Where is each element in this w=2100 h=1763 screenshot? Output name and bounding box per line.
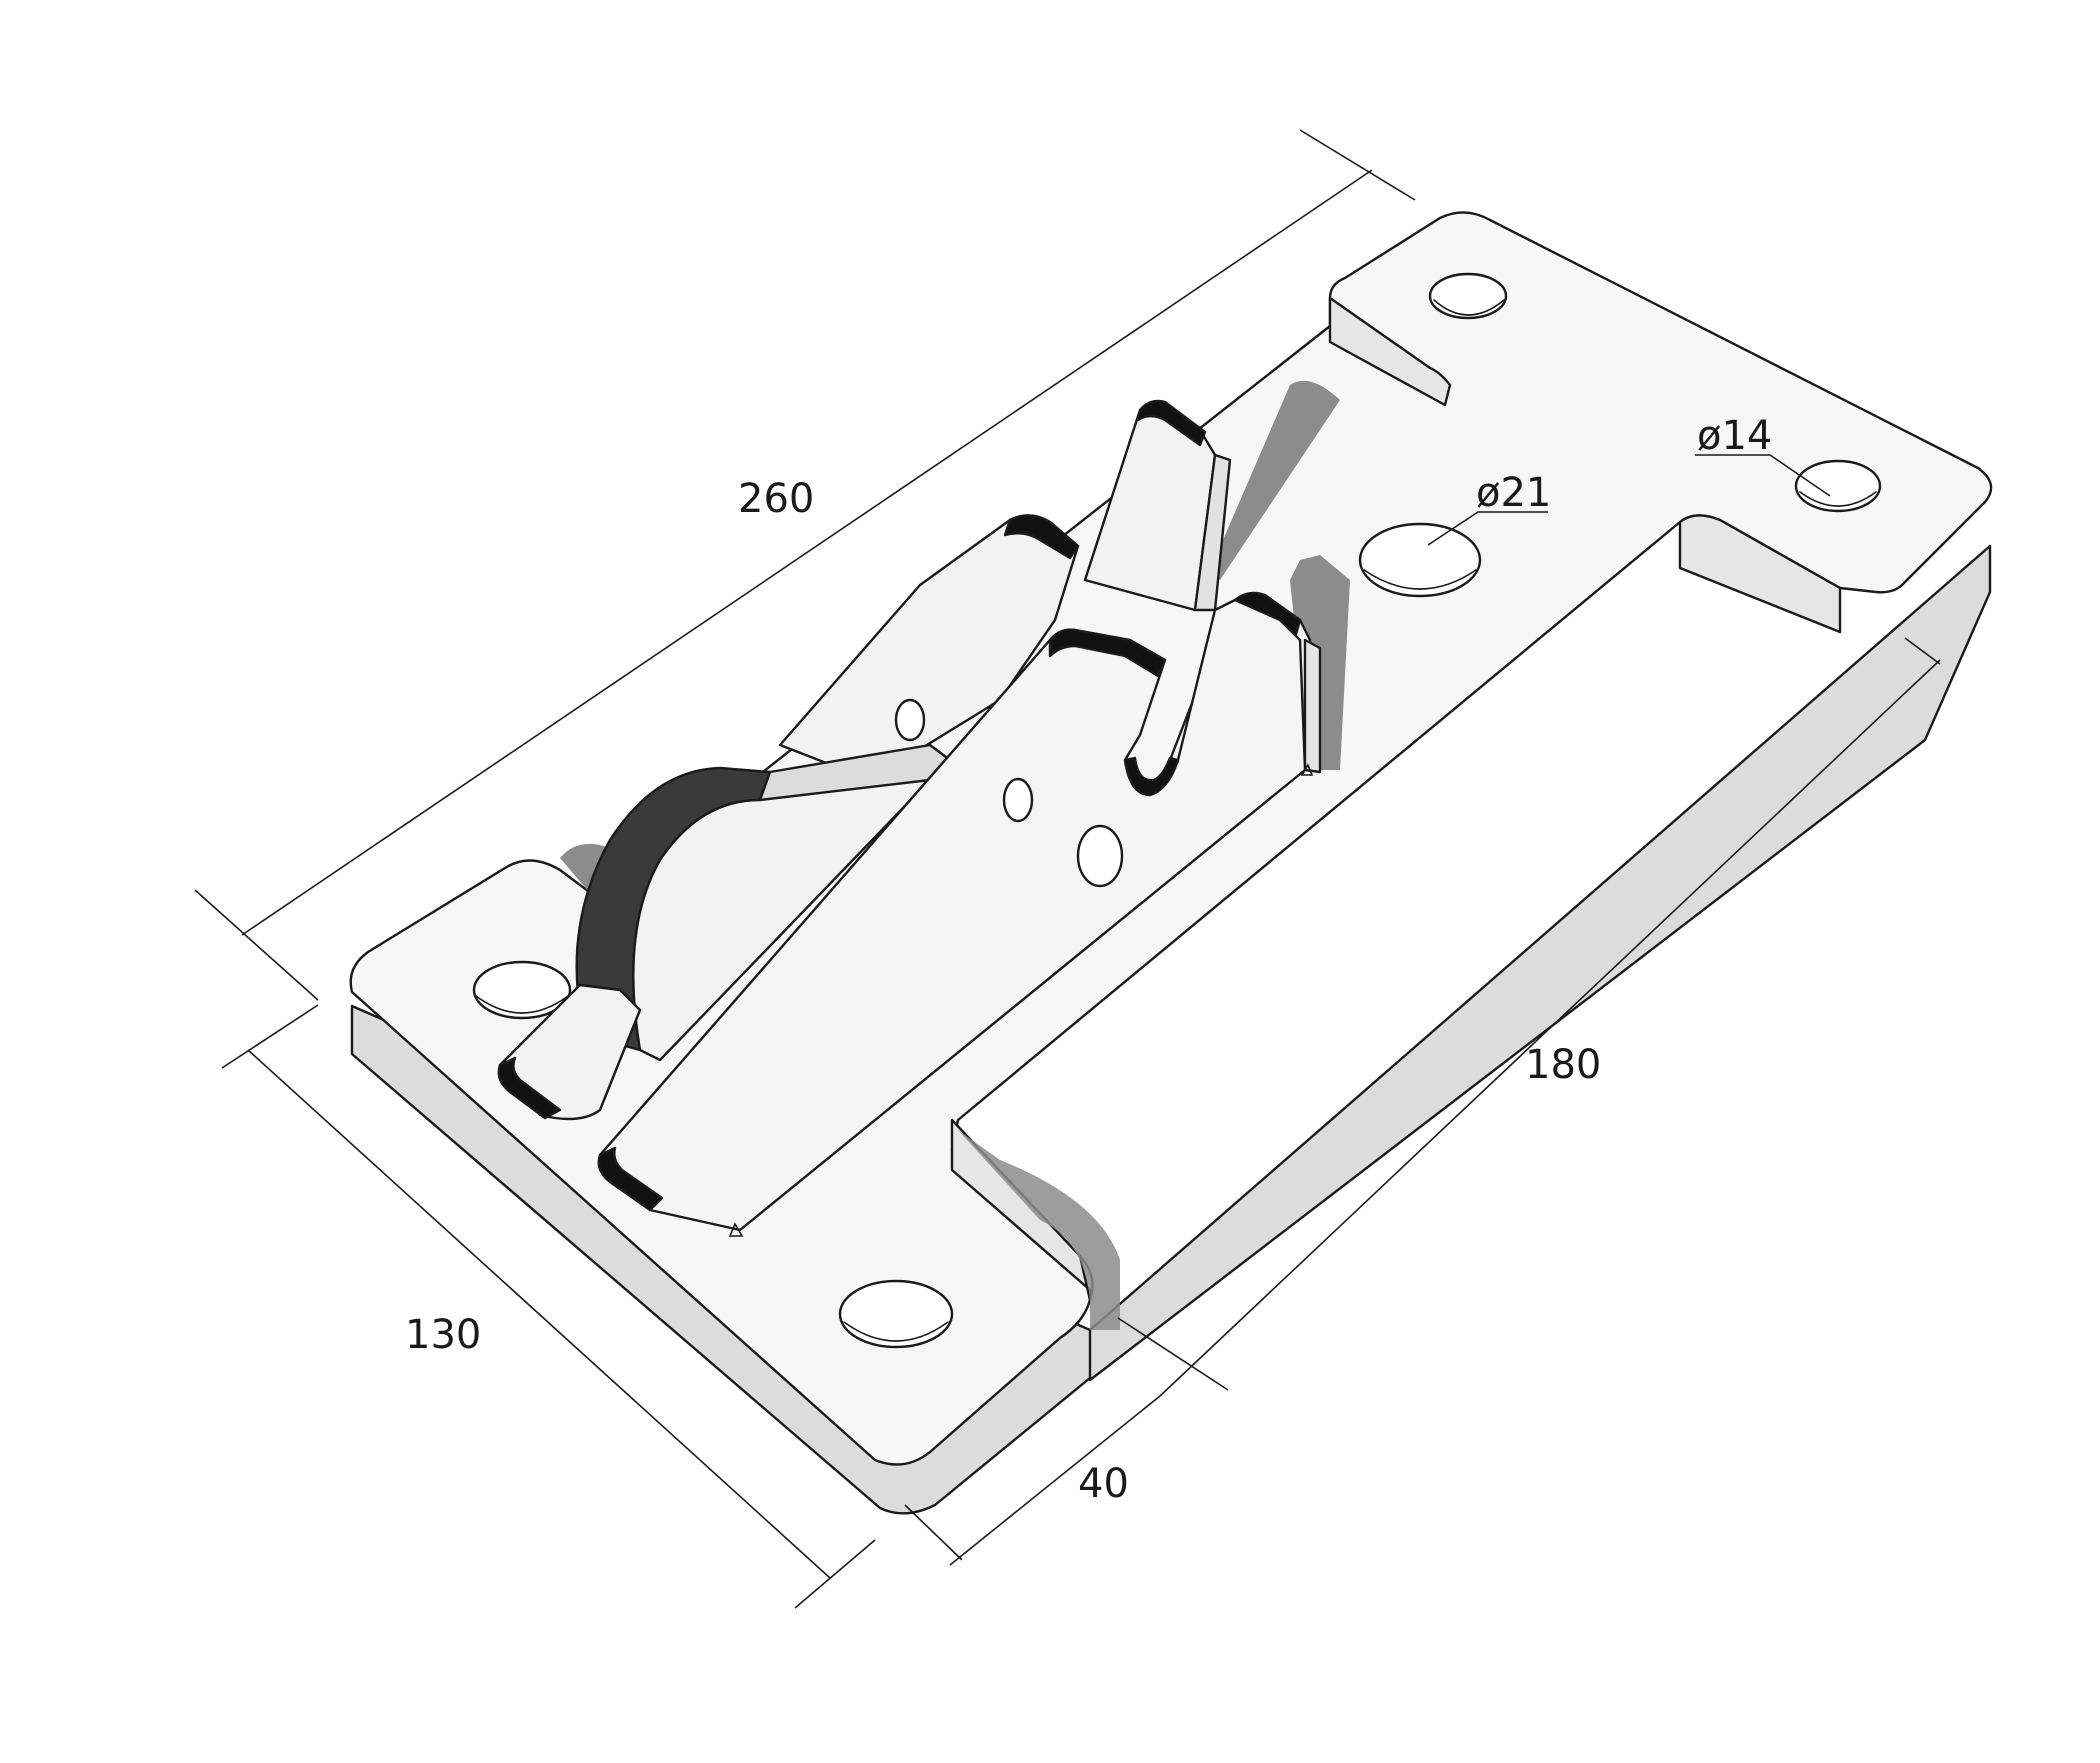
dim-260-ext-right bbox=[1299, 129, 1416, 201]
mounting-holes bbox=[472, 272, 1882, 1349]
dim-130-ext-bottom bbox=[794, 1539, 876, 1609]
plate-shadow-corner bbox=[958, 1130, 1120, 1330]
leader-hole-large bbox=[1427, 511, 1548, 546]
dim-40-ext-left bbox=[904, 1504, 963, 1561]
dim-260-label: 260 bbox=[738, 476, 814, 522]
dimension-labels: 260 130 40 180 ø21 ø14 bbox=[405, 413, 1772, 1507]
hole-bottom-left bbox=[472, 960, 572, 1020]
cutout-wall-right bbox=[1678, 514, 1842, 634]
dim-40-label: 40 bbox=[1078, 1461, 1129, 1507]
hole-large bbox=[1358, 522, 1482, 598]
lug-assembly bbox=[497, 399, 1322, 1237]
back-plate bbox=[778, 514, 1080, 782]
dim-130-ext-top bbox=[221, 1004, 319, 1069]
dim-180-label: 180 bbox=[1525, 1042, 1601, 1088]
dim-130-line bbox=[247, 1049, 831, 1579]
dim-40-ext-right bbox=[1117, 1317, 1229, 1391]
leader-hole-small bbox=[1695, 454, 1831, 497]
hole-bottom-right bbox=[838, 1279, 954, 1349]
dim-180-ext-top bbox=[1904, 637, 1941, 665]
shadow-tall-fin bbox=[1210, 380, 1340, 580]
dim-40-line bbox=[949, 1395, 1161, 1566]
dim-hole-large-label: ø21 bbox=[1476, 470, 1551, 516]
dim-180-line bbox=[1159, 659, 1941, 1397]
front-plate bbox=[597, 598, 1314, 1237]
dim-260-line bbox=[241, 169, 1373, 936]
dim-130-label: 130 bbox=[405, 1312, 481, 1358]
dim-260-ext-left bbox=[194, 889, 319, 1001]
tall-fin bbox=[1083, 399, 1232, 612]
curved-block bbox=[575, 743, 952, 1062]
dimension-lines bbox=[194, 129, 1941, 1609]
hole-top-right bbox=[1794, 459, 1882, 513]
dim-hole-small-label: ø14 bbox=[1697, 413, 1772, 459]
lower-lug bbox=[497, 983, 642, 1121]
cutout-wall-top bbox=[1328, 296, 1452, 407]
hole-top-left bbox=[1428, 272, 1508, 320]
